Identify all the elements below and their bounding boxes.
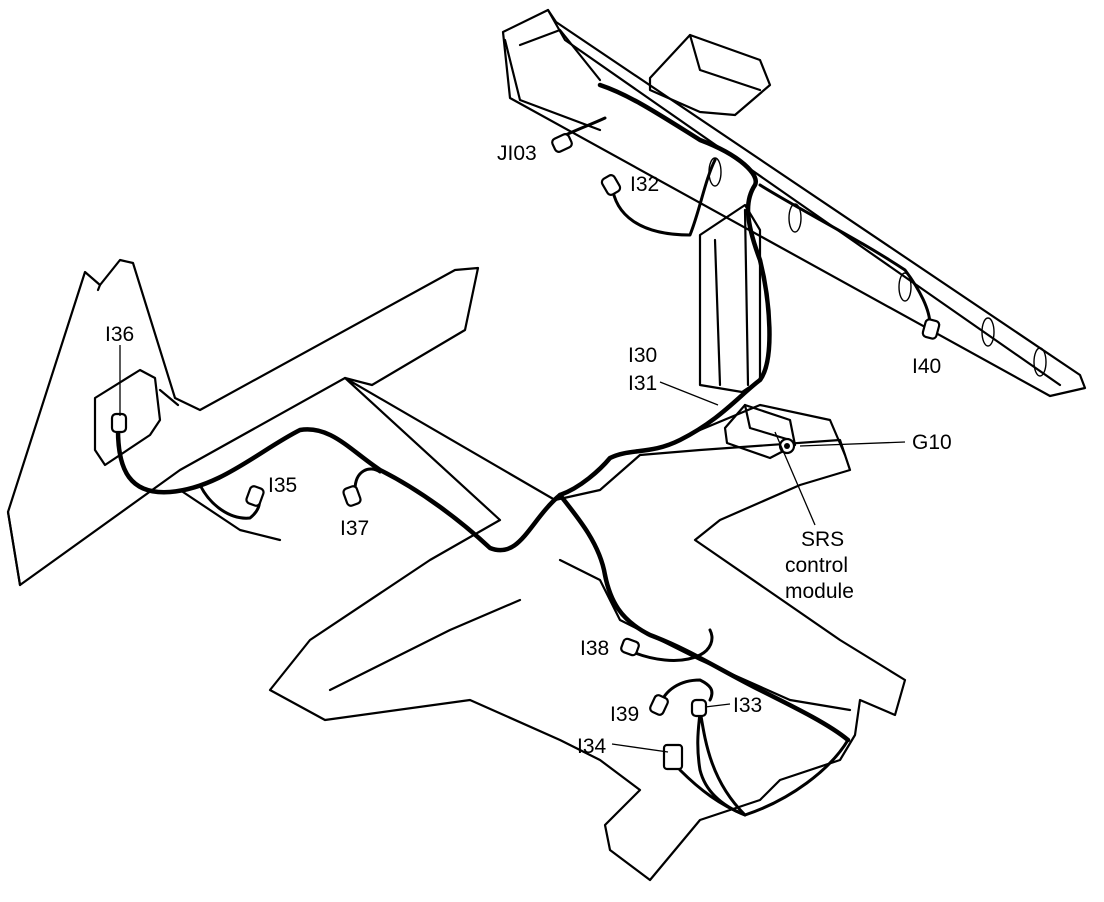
srs-label-line-2: control — [785, 554, 849, 577]
srs-label-line-1: SRS — [801, 528, 845, 551]
branch-harnesses — [198, 116, 717, 707]
connector-i36 — [110, 412, 128, 434]
connector-i32 — [600, 174, 622, 196]
connector-i40 — [921, 318, 941, 340]
srs-control-module — [723, 403, 797, 460]
connector-i38 — [620, 637, 640, 657]
label-i39: I39 — [610, 703, 640, 726]
label-i30: I30 — [628, 344, 658, 367]
label-i35: I35 — [268, 474, 298, 497]
connector-i35 — [245, 485, 265, 507]
srs-label-line-3: module — [785, 580, 854, 603]
label-i40: I40 — [912, 355, 942, 378]
dashboard-cross-member — [501, 8, 1087, 398]
label-j103: JI03 — [497, 142, 537, 165]
label-i34: I34 — [577, 735, 607, 758]
label-i33: I33 — [733, 694, 763, 717]
label-srs-control-module: SRS control module — [785, 527, 854, 605]
connector-i34 — [662, 743, 684, 771]
label-g10: G10 — [912, 431, 952, 454]
connector-i33 — [690, 698, 708, 718]
floor-cross-member — [178, 376, 907, 882]
label-i38: I38 — [580, 637, 610, 660]
connectors — [110, 133, 941, 771]
connector-i37 — [342, 485, 362, 507]
connector-i39 — [649, 694, 669, 716]
main-wiring-harness — [115, 82, 932, 817]
label-i37: I37 — [340, 517, 370, 540]
leader-lines — [119, 345, 906, 753]
side-panel — [6, 258, 480, 587]
connector-j103 — [551, 133, 573, 153]
label-i36: I36 — [105, 323, 135, 346]
label-i31: I31 — [628, 372, 658, 395]
label-i32: I32 — [630, 173, 660, 196]
